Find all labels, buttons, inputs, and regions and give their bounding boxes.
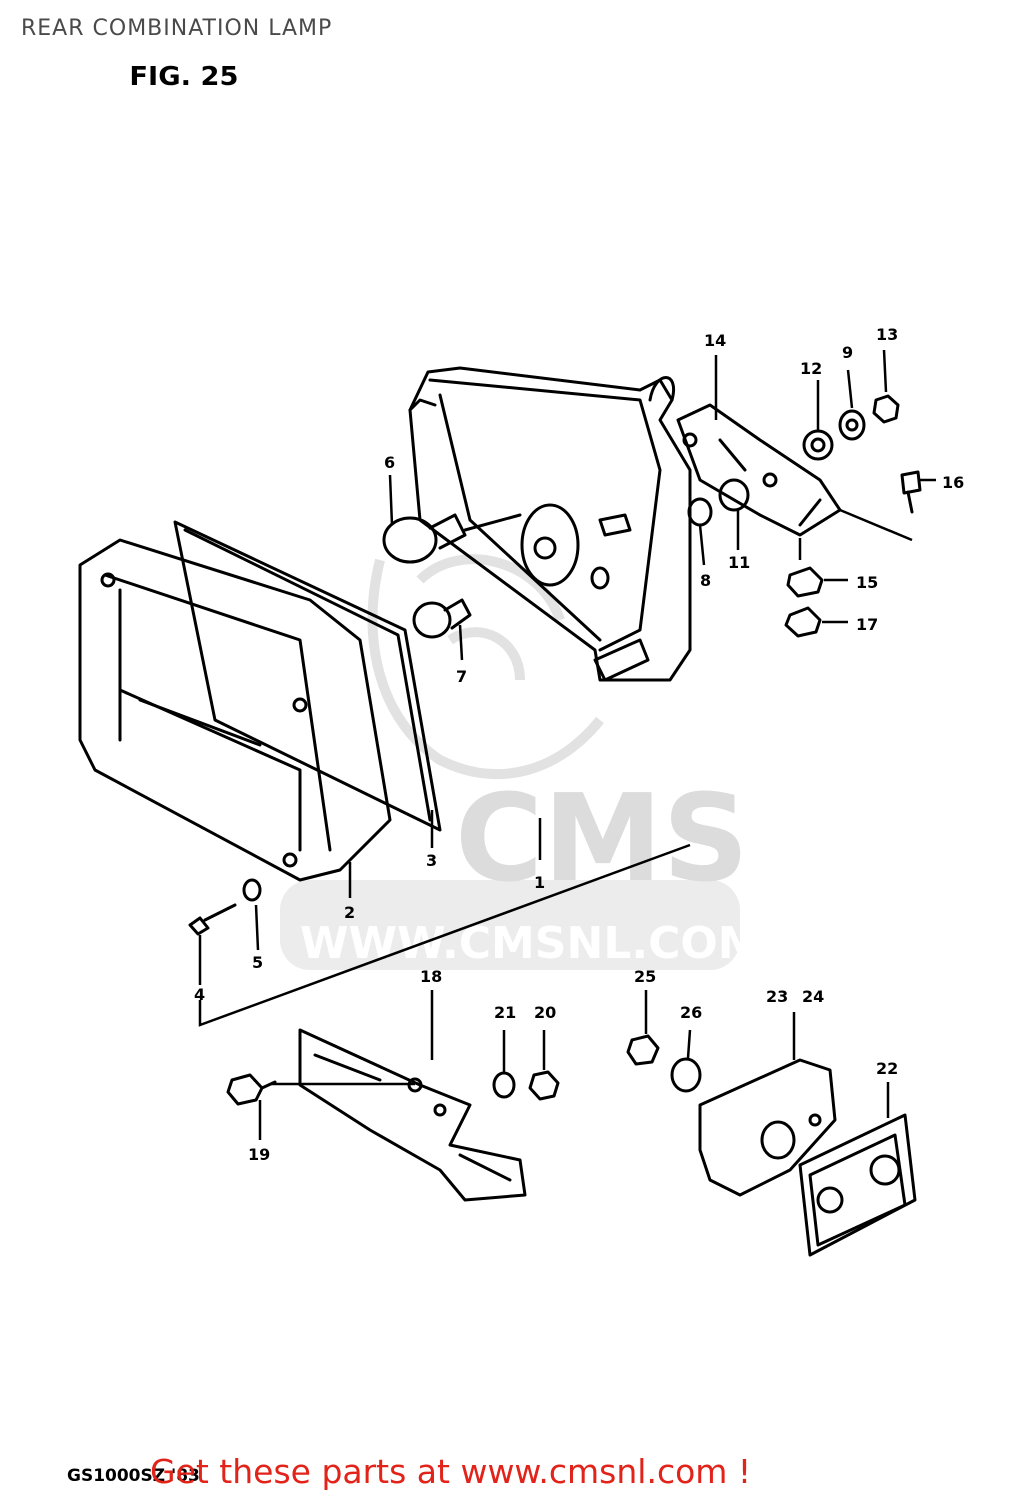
cms-watermark bbox=[280, 554, 740, 970]
bolt-16 bbox=[900, 470, 922, 514]
bulb-small bbox=[412, 598, 472, 639]
part-label-12: 12 bbox=[800, 359, 822, 378]
washer-8 bbox=[687, 497, 713, 527]
figure-label: FIG. 25 bbox=[129, 62, 239, 92]
leader-lines bbox=[198, 349, 936, 1140]
nut-15 bbox=[786, 566, 824, 598]
part-label-21: 21 bbox=[494, 1003, 516, 1022]
part-label-23: 23 bbox=[766, 987, 788, 1006]
washer-9 bbox=[838, 409, 866, 441]
part-label-22: 22 bbox=[876, 1059, 898, 1078]
part-label-17: 17 bbox=[856, 615, 878, 634]
part-label-14: 14 bbox=[704, 331, 726, 350]
bolt-19 bbox=[226, 1073, 277, 1106]
lamp-lens bbox=[78, 538, 392, 882]
bulb-large bbox=[382, 513, 522, 564]
nut-20 bbox=[528, 1070, 560, 1101]
part-label-16: 16 bbox=[942, 473, 964, 492]
part-label-11: 11 bbox=[728, 553, 750, 572]
nut-25 bbox=[626, 1034, 660, 1066]
washer-21 bbox=[492, 1071, 516, 1099]
model-code: GS1000SZ '83 bbox=[67, 1466, 200, 1486]
mounting-bracket bbox=[676, 403, 842, 537]
part-label-19: 19 bbox=[248, 1145, 270, 1164]
washer-11 bbox=[718, 478, 750, 512]
part-label-9: 9 bbox=[842, 343, 853, 362]
part-label-2: 2 bbox=[344, 903, 355, 922]
part-label-5: 5 bbox=[252, 953, 263, 972]
part-label-18: 18 bbox=[420, 967, 442, 986]
washer-26 bbox=[670, 1057, 702, 1093]
cta-link[interactable]: Get these parts at www.cmsnl.com ! bbox=[150, 1452, 752, 1491]
washer-5 bbox=[242, 878, 262, 902]
washer-12 bbox=[802, 429, 834, 461]
part-label-20: 20 bbox=[534, 1003, 556, 1022]
part-label-15: 15 bbox=[856, 573, 878, 592]
part-label-13: 13 bbox=[876, 325, 898, 344]
part-label-1: 1 bbox=[534, 873, 545, 892]
license-light-lens bbox=[798, 1113, 917, 1257]
lens-gasket bbox=[173, 520, 442, 832]
part-number-labels: 1 2 3 4 5 6 7 8 9 11 12 13 14 15 16 17 1… bbox=[194, 325, 964, 1164]
license-light-housing bbox=[698, 1058, 837, 1197]
license-bracket bbox=[298, 1028, 527, 1202]
screw-4 bbox=[188, 903, 237, 936]
nut-17 bbox=[784, 606, 822, 638]
part-label-4: 4 bbox=[194, 985, 205, 1004]
part-label-8: 8 bbox=[700, 571, 711, 590]
part-label-7: 7 bbox=[456, 667, 467, 686]
watermark-url: WWW.CMSNL.COM bbox=[300, 918, 762, 969]
nut-13 bbox=[872, 394, 900, 424]
part-label-24: 24 bbox=[802, 987, 824, 1006]
part-label-25: 25 bbox=[634, 967, 656, 986]
page-title: REAR COMBINATION LAMP bbox=[21, 16, 333, 41]
part-label-26: 26 bbox=[680, 1003, 702, 1022]
part-label-6: 6 bbox=[384, 453, 395, 472]
part-label-3: 3 bbox=[426, 851, 437, 870]
watermark-brand: CMS bbox=[455, 770, 749, 909]
